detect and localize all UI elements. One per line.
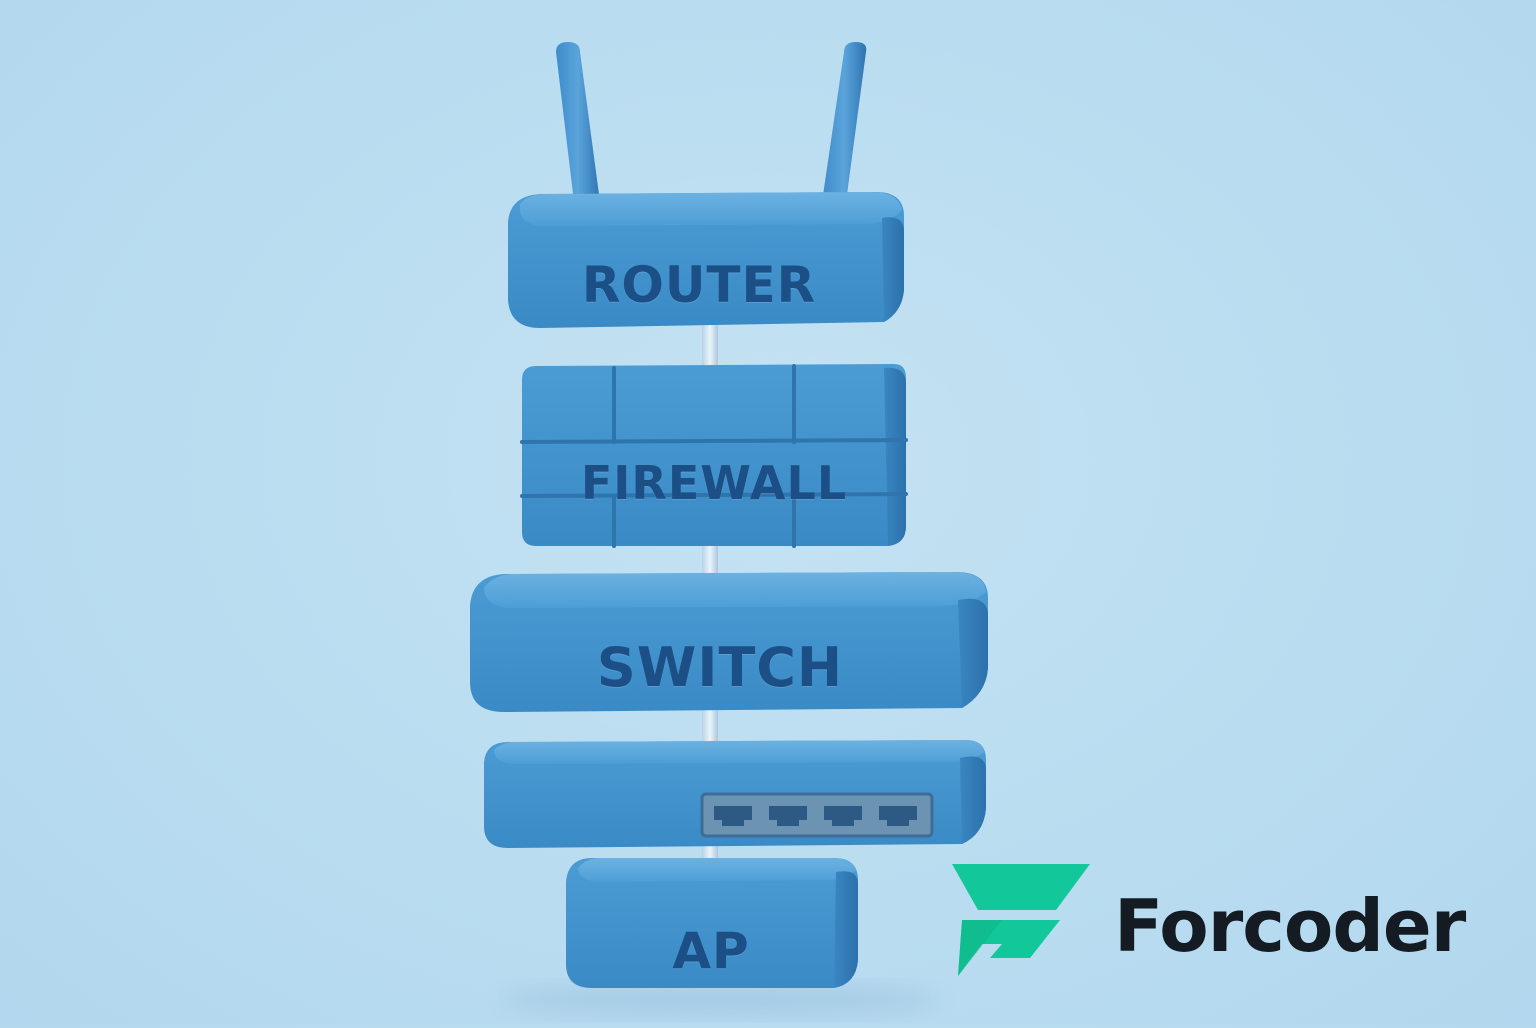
ap-label: AP xyxy=(672,922,750,980)
antenna-left xyxy=(556,42,600,212)
ethernet-port-icon xyxy=(879,806,917,826)
forcoder-logo-icon xyxy=(952,864,1090,976)
ground-shadow xyxy=(500,984,940,1016)
firewall-device xyxy=(520,364,908,548)
ap-device xyxy=(566,858,858,988)
ethernet-port-icon xyxy=(769,806,807,826)
firewall-label: FIREWALL xyxy=(580,456,848,510)
antenna-right xyxy=(821,42,867,212)
port-panel xyxy=(700,792,934,838)
ethernet-switch-device xyxy=(484,740,986,848)
router-label: ROUTER xyxy=(581,256,817,314)
ethernet-ports xyxy=(714,806,917,826)
router-device xyxy=(508,42,904,328)
brand-name: Forcoder xyxy=(1114,884,1466,968)
switch-device xyxy=(470,572,988,712)
ethernet-port-icon xyxy=(824,806,862,826)
ethernet-port-icon xyxy=(714,806,752,826)
switch-label: SWITCH xyxy=(596,636,844,699)
